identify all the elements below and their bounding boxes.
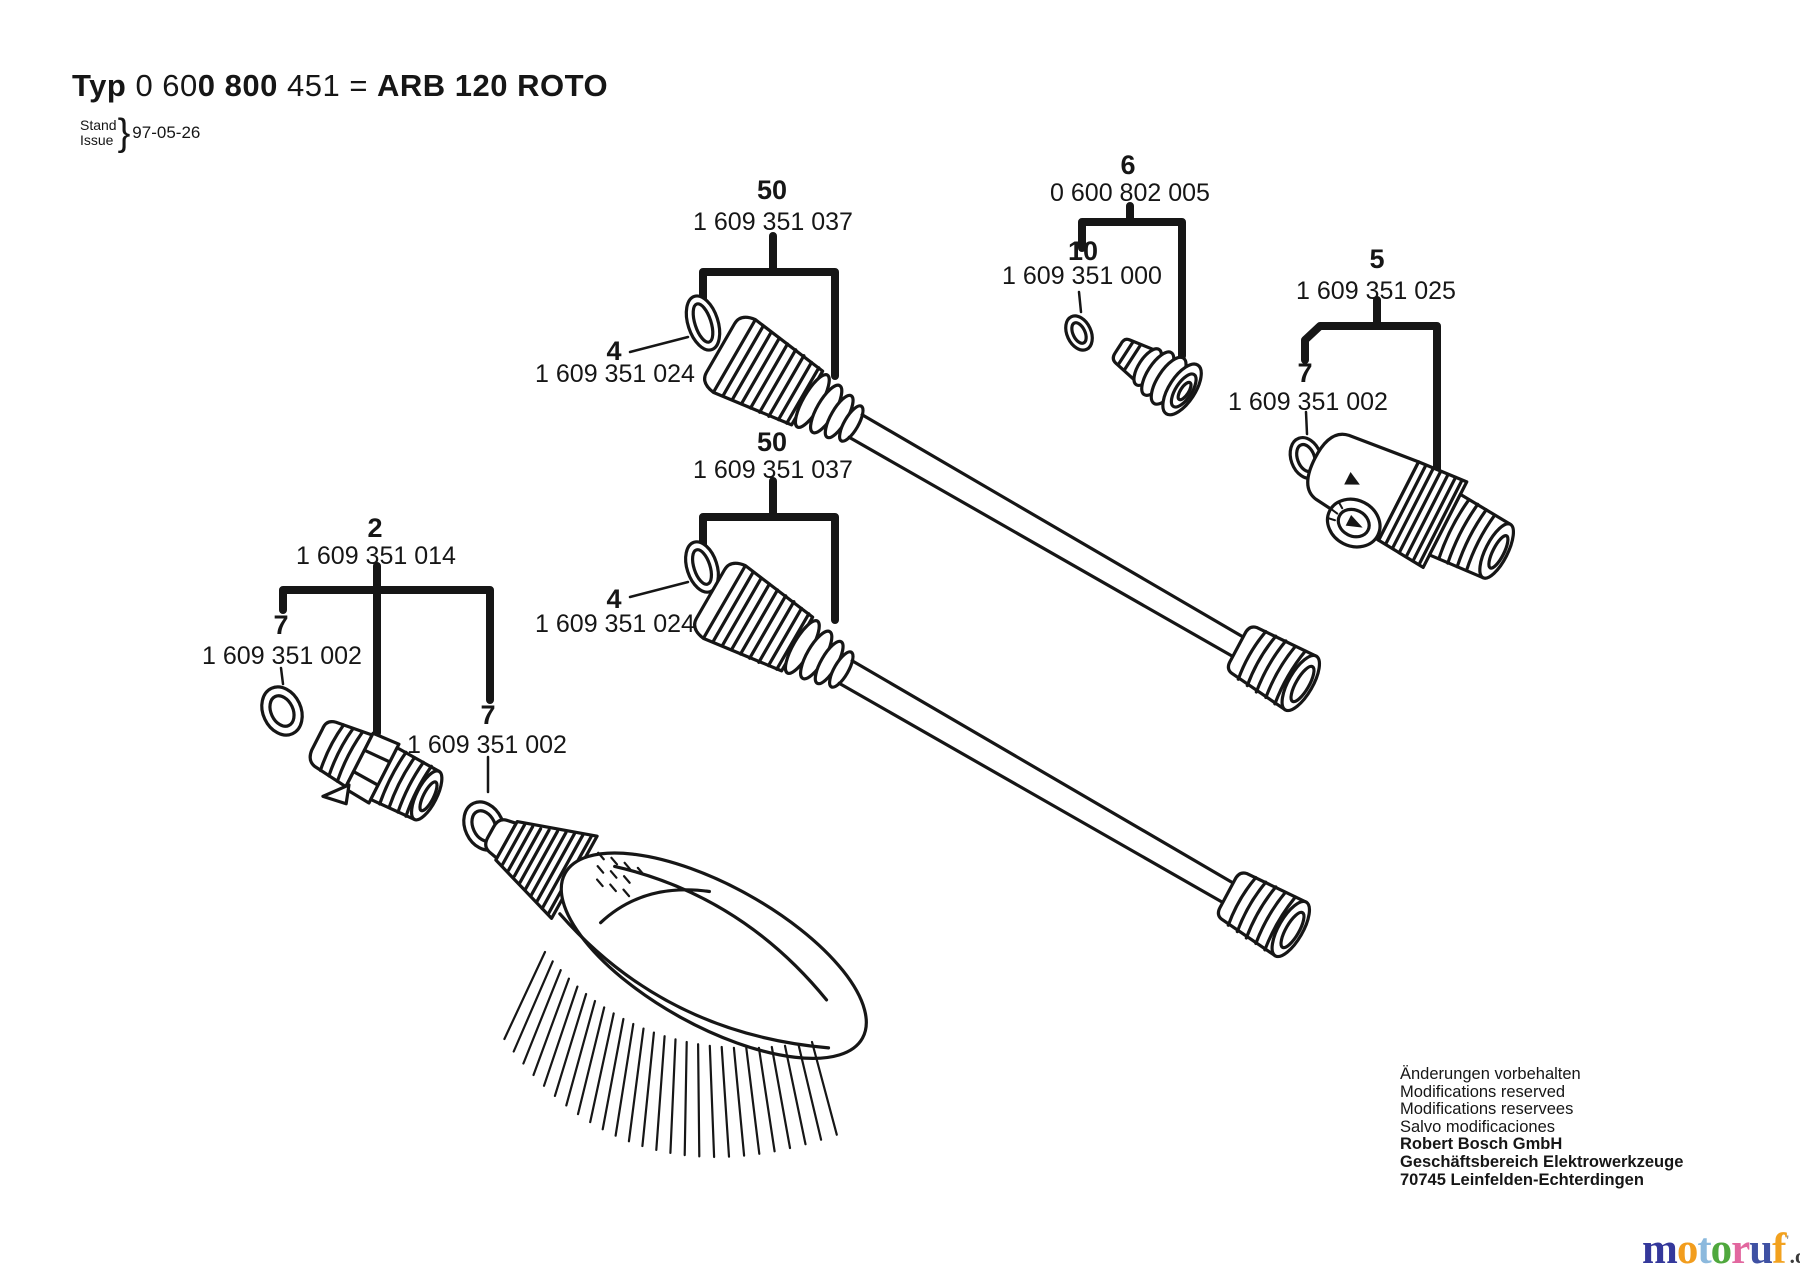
callout-wand2-id: 50 [756, 427, 788, 457]
bristle-line [522, 969, 562, 1065]
issue-date: 97-05-26 [132, 123, 201, 142]
o-ring-coupling-left [260, 685, 304, 737]
callout-wand1-part: 1 609 351 037 [693, 208, 853, 236]
callout-coupling-oring-right-part: 1 609 351 002 [407, 731, 567, 759]
bristle-line [669, 1038, 677, 1155]
callout-wand1-id: 50 [756, 175, 788, 205]
callout-bracket-wand2 [699, 477, 839, 624]
callout-coupling-id: 2 [367, 513, 383, 543]
bristle-line [720, 1045, 731, 1158]
bristle-line [810, 1040, 838, 1136]
callout-wand2-part: 1 609 351 037 [693, 456, 853, 484]
logo-letter: o [1676, 1226, 1698, 1272]
callout-nozzle-part: 1 609 351 025 [1296, 277, 1456, 305]
leader-lines [279, 290, 1309, 794]
issue-block: Stand Issue } 97-05-26 [80, 112, 201, 154]
bristle-line [655, 1035, 666, 1152]
type-label: Typ [72, 68, 136, 103]
page-title: Typ 0 600 800 451 = ARB 120 ROTO [72, 68, 608, 104]
callout-bracket-wand1 [699, 232, 839, 380]
footer-company-division: Geschäftsbereich Elektrowerkzeuge [1400, 1152, 1684, 1171]
logo-suffix: .de [1789, 1244, 1800, 1268]
bristle-line [503, 950, 547, 1041]
wash-brush-drawing [484, 818, 868, 1060]
type-number-c: 451 [277, 68, 350, 103]
bristle-line [532, 977, 571, 1077]
callout-bracket-coupling [279, 562, 494, 737]
type-number-a: 0 60 [135, 68, 198, 103]
o-ring-adapter [1064, 314, 1094, 352]
o-ring-wand1 [684, 294, 722, 352]
type-number-b: 0 800 [197, 68, 278, 103]
callout-coupling-oring-left-id: 7 [273, 610, 289, 640]
bristle-line [770, 1045, 792, 1150]
callout-nozzle-id: 5 [1369, 244, 1385, 274]
lance-2-drawing [687, 556, 1324, 973]
footer-company-name: Robert Bosch GmbH [1400, 1135, 1563, 1154]
footer-note-fr: Modifications reservees [1400, 1100, 1574, 1119]
issue-label-en: Issue [80, 132, 114, 148]
bristle-line [732, 1046, 746, 1157]
bristle-line [542, 985, 579, 1087]
bristle-line [553, 992, 588, 1098]
bristle-line [512, 960, 554, 1053]
bristle-line [708, 1044, 716, 1159]
callout-coupling-oring-right-id: 7 [480, 700, 496, 730]
callout-adapter-part: 0 600 802 005 [1050, 179, 1210, 207]
bristle-line [589, 1012, 615, 1124]
bristle-line [614, 1022, 635, 1137]
callout-adapter-id: 6 [1120, 150, 1136, 180]
logo-letter: m [1642, 1226, 1678, 1272]
callout-bracket-roto-nozzle [1301, 296, 1441, 488]
footer-note-en: Modifications reserved [1400, 1082, 1566, 1101]
logo-letter: u [1749, 1226, 1773, 1272]
bristle-line [576, 1006, 606, 1116]
callout-wand2-oring-id: 4 [606, 584, 622, 614]
bristle-line [641, 1031, 656, 1148]
footer-company-city: 70745 Leinfelden-Echterdingen [1400, 1170, 1644, 1189]
o-ring-wand2 [684, 540, 720, 594]
motoruf-logo: motoruf'.de [1642, 1218, 1800, 1272]
logo-letter: o [1710, 1226, 1732, 1272]
callout-nozzle-oring-id: 7 [1297, 358, 1313, 388]
bristle-line [745, 1046, 761, 1155]
callout-coupling-oring-left-part: 1 609 351 002 [202, 642, 362, 670]
bristle-line [783, 1044, 807, 1146]
callout-adapter-oring-id: 10 [1067, 236, 1099, 266]
logo-letter: r [1731, 1226, 1750, 1272]
callout-wand1-oring-part: 1 609 351 024 [535, 360, 695, 388]
issue-brace: } [117, 112, 131, 154]
issue-label-de: Stand [80, 117, 117, 133]
coupling-drawing [308, 720, 444, 822]
bristle-line [797, 1043, 823, 1141]
bristle-line [696, 1043, 701, 1158]
callout-bracket-hose-adapter [1078, 202, 1186, 360]
callout-adapter-oring-part: 1 609 351 000 [1002, 262, 1162, 290]
footer-note-es: Salvo modificaciones [1400, 1117, 1555, 1136]
footer-legal-block: Änderungen vorbehalten Modifications res… [1400, 1065, 1684, 1189]
bristle-line [757, 1046, 776, 1153]
equals-sign: = [349, 68, 378, 103]
callout-nozzle-oring-part: 1 609 351 002 [1228, 388, 1388, 416]
roto-nozzle-drawing [1306, 432, 1516, 580]
bristle-line [601, 1017, 625, 1131]
model-name: ARB 120 ROTO [377, 68, 609, 103]
hose-adapter-drawing [1111, 337, 1203, 417]
bristle-line [565, 999, 597, 1107]
bristle-line [627, 1027, 645, 1143]
callout-wand1-oring-id: 4 [606, 336, 622, 366]
callout-coupling-part: 1 609 351 014 [296, 542, 456, 570]
logo-letter: t [1697, 1226, 1711, 1272]
brush-bristles [503, 950, 838, 1159]
bristle-line [683, 1040, 688, 1157]
logo-letter: f [1772, 1226, 1786, 1272]
callout-wand2-oring-part: 1 609 351 024 [535, 610, 695, 638]
footer-note-de: Änderungen vorbehalten [1400, 1065, 1581, 1083]
logo-mark: ' [1785, 1233, 1790, 1249]
